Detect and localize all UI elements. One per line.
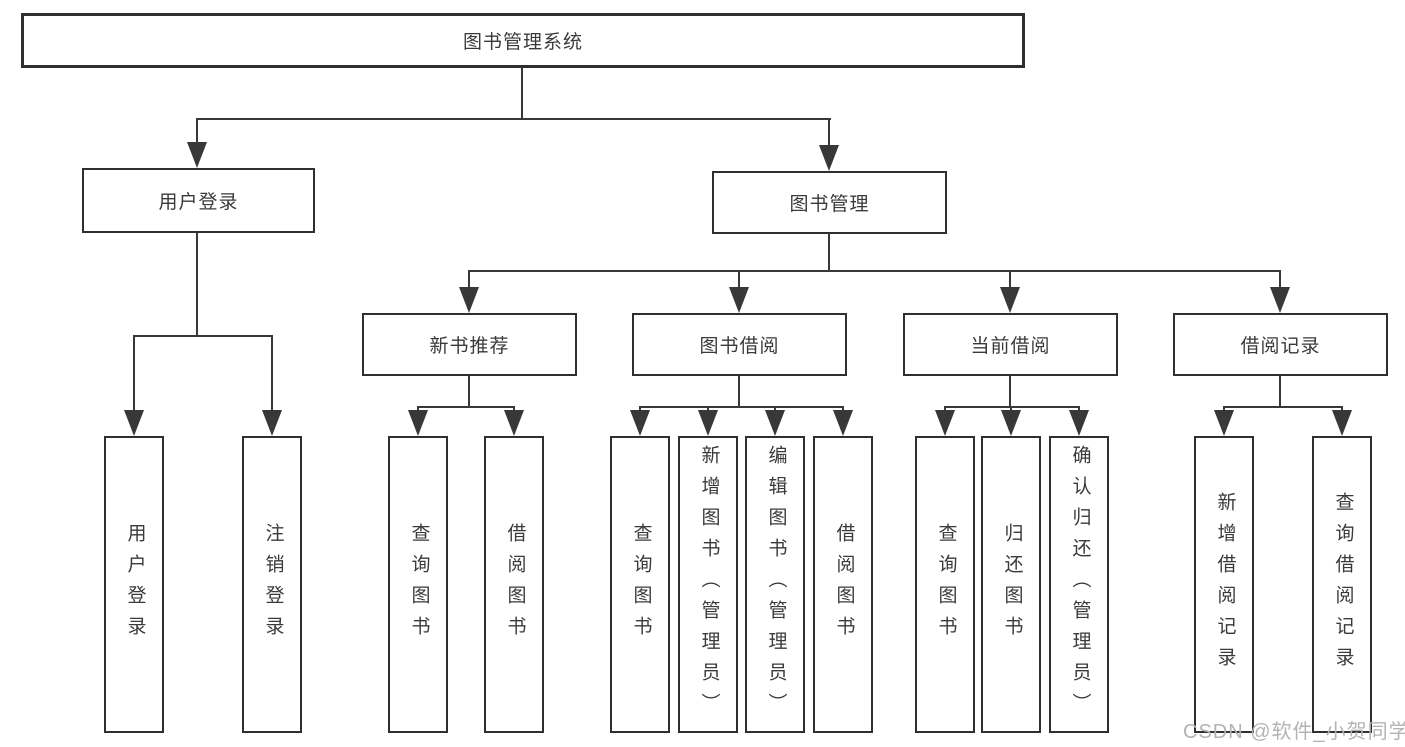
- arrow-down-icon: [935, 410, 955, 436]
- leaf-label: 借阅图书: [504, 522, 526, 647]
- arrow-down-icon: [765, 410, 785, 436]
- connector-line: [271, 335, 273, 412]
- connector-line: [468, 270, 470, 289]
- arrow-down-icon: [408, 410, 428, 436]
- leaf-label: 查询图书: [408, 522, 430, 647]
- arrow-down-icon: [630, 410, 650, 436]
- connector-line: [828, 234, 830, 270]
- leaf-add-books-admin: 新增图书（管理员）: [678, 436, 738, 733]
- arrow-down-icon: [833, 410, 853, 436]
- connector-line: [639, 406, 641, 412]
- connector-line: [469, 270, 1281, 272]
- connector-line: [1010, 406, 1012, 412]
- node-label: 当前借阅: [970, 336, 1051, 357]
- leaf-label: 注销登录: [262, 522, 284, 647]
- connector-line: [521, 68, 523, 120]
- node-book-management: 图书管理: [712, 171, 947, 234]
- connector-line: [944, 406, 946, 412]
- arrow-down-icon: [1069, 410, 1089, 436]
- node-label: 借阅记录: [1240, 336, 1321, 357]
- connector-line: [1224, 406, 1342, 408]
- watermark-text: CSDN @软件_小贺同学: [1183, 721, 1405, 743]
- connector-line: [1279, 270, 1281, 289]
- connector-line: [196, 233, 198, 335]
- node-user-login: 用户登录: [82, 168, 315, 233]
- connector-line: [842, 406, 844, 412]
- connector-line: [1341, 406, 1343, 412]
- arrow-down-icon: [187, 142, 207, 168]
- arrow-down-icon: [1332, 410, 1352, 436]
- node-current-borrowing: 当前借阅: [903, 313, 1118, 376]
- leaf-logout-login: 注销登录: [242, 436, 302, 733]
- arrow-down-icon: [262, 410, 282, 436]
- leaf-query-books-current: 查询图书: [915, 436, 975, 733]
- connector-line: [468, 376, 470, 406]
- leaf-return-books: 归还图书: [981, 436, 1041, 733]
- leaf-query-books-borrowing: 查询图书: [610, 436, 670, 733]
- arrow-down-icon: [1214, 410, 1234, 436]
- node-label: 图书管理系统: [462, 32, 583, 53]
- connector-line: [1009, 376, 1011, 406]
- leaf-label: 用户登录: [124, 522, 146, 647]
- leaf-label: 编辑图书（管理员）: [765, 445, 787, 724]
- leaf-edit-books-admin: 编辑图书（管理员）: [745, 436, 805, 733]
- arrow-down-icon: [819, 145, 839, 171]
- node-label: 图书借阅: [699, 336, 780, 357]
- arrow-down-icon: [1001, 410, 1021, 436]
- connector-line: [828, 118, 830, 148]
- connector-line: [738, 270, 740, 289]
- connector-line: [707, 406, 709, 412]
- leaf-confirm-return-admin: 确认归还（管理员）: [1049, 436, 1109, 733]
- arrow-down-icon: [1000, 287, 1020, 313]
- leaf-query-books-recommend: 查询图书: [388, 436, 448, 733]
- connector-line: [738, 376, 740, 406]
- leaf-label: 新增借阅记录: [1214, 491, 1236, 678]
- node-library-system: 图书管理系统: [21, 13, 1025, 68]
- node-book-borrowing: 图书借阅: [632, 313, 847, 376]
- leaf-label: 确认归还（管理员）: [1069, 445, 1091, 724]
- connector-line: [418, 406, 514, 408]
- leaf-query-borrow-record: 查询借阅记录: [1312, 436, 1372, 733]
- connector-line: [774, 406, 776, 412]
- leaf-label: 查询借阅记录: [1332, 491, 1354, 678]
- connector-line: [945, 406, 1079, 408]
- arrow-down-icon: [1270, 287, 1290, 313]
- leaf-label: 归还图书: [1001, 522, 1023, 647]
- connector-line: [513, 406, 515, 412]
- leaf-user-login: 用户登录: [104, 436, 164, 733]
- connector-line: [1223, 406, 1225, 412]
- leaf-label: 新增图书（管理员）: [698, 445, 720, 724]
- leaf-label: 查询图书: [630, 522, 652, 647]
- connector-line: [1279, 376, 1281, 406]
- node-label: 用户登录: [158, 192, 239, 213]
- connector-line: [640, 406, 843, 408]
- leaf-label: 借阅图书: [833, 522, 855, 647]
- node-new-book-recommendation: 新书推荐: [362, 313, 577, 376]
- connector-line: [133, 335, 135, 412]
- arrow-down-icon: [504, 410, 524, 436]
- leaf-label: 查询图书: [935, 522, 957, 647]
- arrow-down-icon: [124, 410, 144, 436]
- node-label: 新书推荐: [429, 336, 510, 357]
- node-borrowing-records: 借阅记录: [1173, 313, 1388, 376]
- connector-line: [197, 118, 831, 120]
- connector-line: [196, 118, 198, 146]
- node-label: 图书管理: [789, 194, 870, 215]
- connector-line: [1009, 270, 1011, 289]
- connector-line: [1078, 406, 1080, 412]
- leaf-borrow-books-borrowing: 借阅图书: [813, 436, 873, 733]
- leaf-add-borrow-record: 新增借阅记录: [1194, 436, 1254, 733]
- connector-line: [133, 335, 273, 337]
- leaf-borrow-books-recommend: 借阅图书: [484, 436, 544, 733]
- connector-line: [417, 406, 419, 412]
- arrow-down-icon: [698, 410, 718, 436]
- arrow-down-icon: [729, 287, 749, 313]
- arrow-down-icon: [459, 287, 479, 313]
